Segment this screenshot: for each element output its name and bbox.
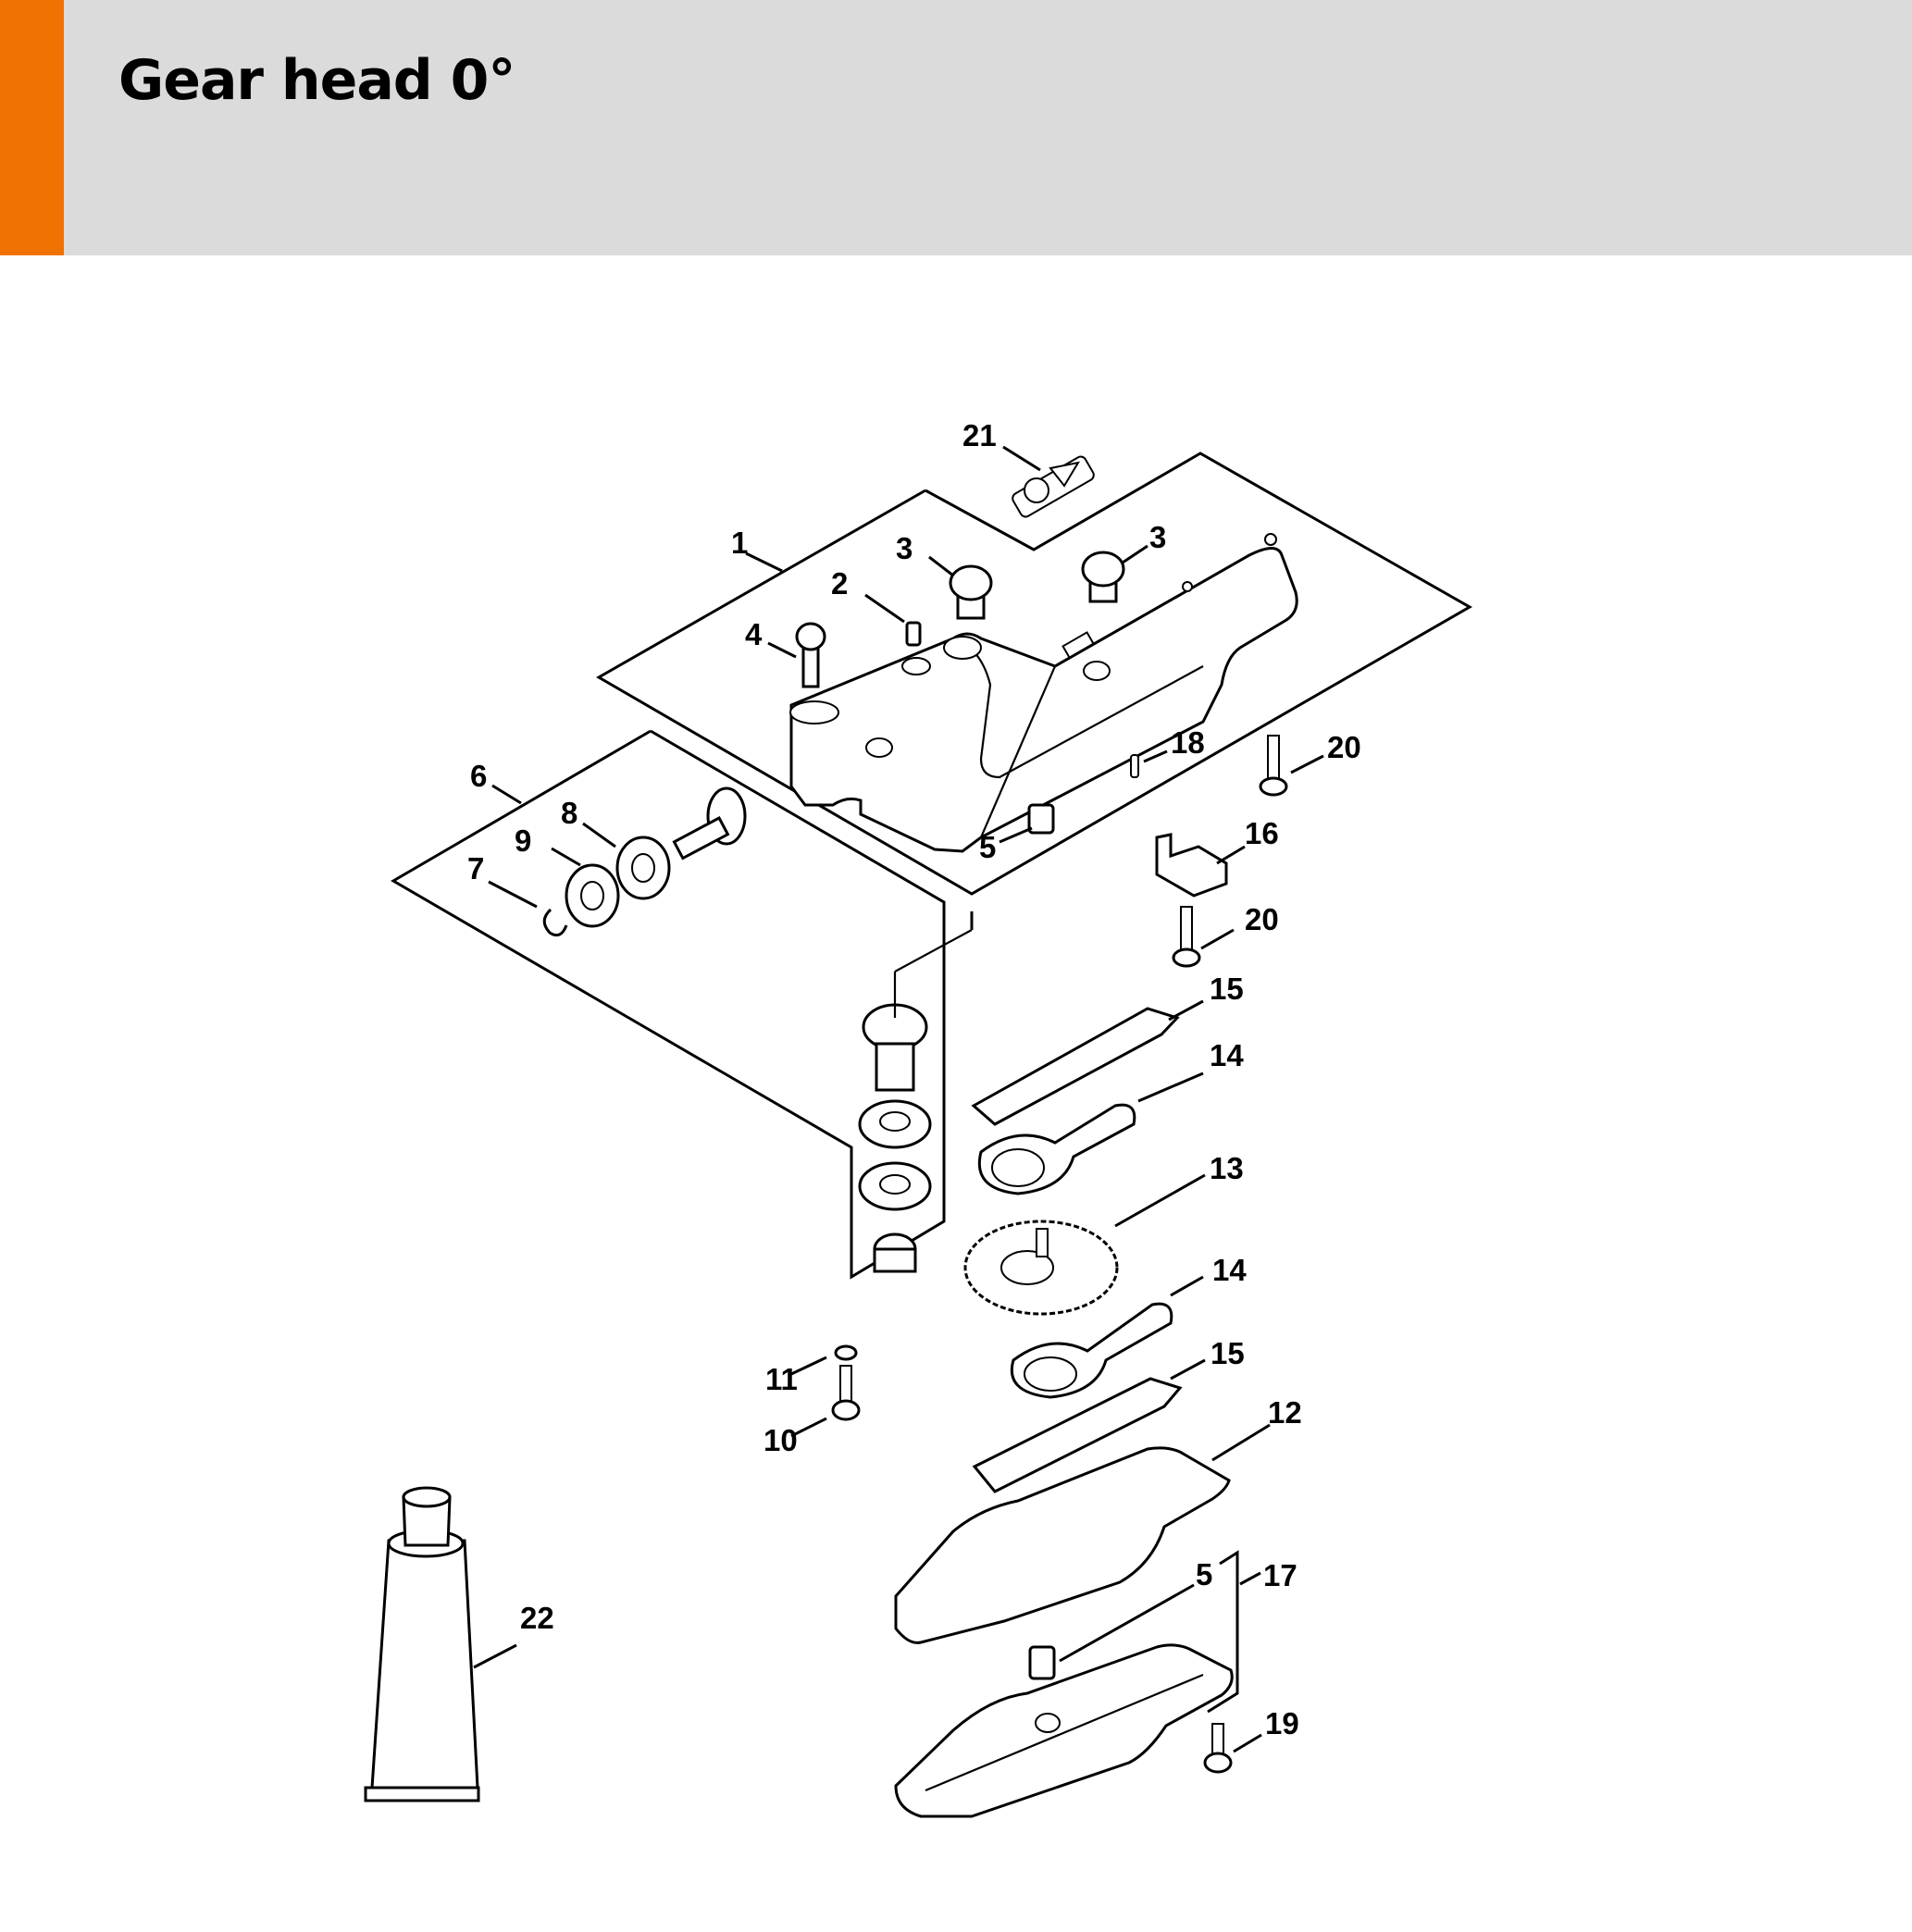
pinion-part[interactable]: [873, 1232, 917, 1273]
callout-8: 8: [561, 796, 577, 830]
callout-2: 2: [831, 566, 848, 601]
page-title: Gear head 0°: [118, 48, 515, 113]
ball-bearing-part[interactable]: [565, 863, 620, 928]
assembly-outline-6: [391, 729, 946, 1280]
connecting-rod-part[interactable]: [1011, 1302, 1173, 1399]
sleeve-part[interactable]: [1028, 1645, 1056, 1680]
screw-plug-part[interactable]: [949, 564, 993, 620]
thrust-plate-part[interactable]: [971, 1007, 1180, 1126]
callout-15: 15: [1210, 972, 1244, 1006]
header-bar: Gear head 0°: [0, 0, 1912, 255]
circlip-part[interactable]: [542, 908, 568, 937]
callout-5: 5: [1196, 1557, 1212, 1591]
callout-14: 14: [1210, 1038, 1244, 1072]
callout-1: 1: [731, 526, 748, 560]
callout-11: 11: [765, 1362, 798, 1396]
callout-12: 12: [1268, 1395, 1302, 1430]
ball-bearing-part[interactable]: [858, 1161, 932, 1211]
callout-6: 6: [470, 759, 487, 793]
ball-bearing-part[interactable]: [615, 836, 671, 900]
callout-4: 4: [745, 617, 763, 651]
callout-21: 21: [962, 418, 997, 452]
callout-14: 14: [1212, 1253, 1247, 1287]
screw-part[interactable]: [831, 1365, 861, 1421]
set-screw-part[interactable]: [905, 621, 922, 647]
sleeve-part[interactable]: [1027, 803, 1055, 835]
callout-20: 20: [1327, 730, 1361, 764]
gasket-part[interactable]: [894, 1446, 1231, 1644]
callout-22: 22: [520, 1601, 554, 1635]
washer-part[interactable]: [834, 1344, 858, 1361]
callout-18: 18: [1171, 725, 1205, 760]
screw-plug-part[interactable]: [1081, 551, 1125, 603]
accent-stripe: [0, 0, 64, 255]
callout-3: 3: [896, 531, 913, 565]
bevel-gear-shaft-part[interactable]: [672, 786, 747, 861]
callout-17: 17: [1263, 1558, 1297, 1592]
callout-16: 16: [1245, 816, 1279, 850]
bevel-pinion-part[interactable]: [862, 1003, 928, 1092]
assembly-outline-1: [595, 452, 1473, 896]
pin-part[interactable]: [1130, 754, 1139, 778]
gear-housing-part[interactable]: [789, 533, 1298, 853]
screw-part[interactable]: [1259, 735, 1288, 797]
cap-screw-part[interactable]: [795, 622, 826, 688]
callout-5: 5: [979, 830, 996, 864]
callout-10: 10: [764, 1423, 798, 1457]
screw-part[interactable]: [1203, 1723, 1233, 1774]
leader-lines: [473, 445, 1324, 1753]
callout-3: 3: [1149, 520, 1166, 554]
spur-gear-part[interactable]: [963, 1220, 1119, 1316]
thrust-plate-part[interactable]: [972, 1377, 1183, 1493]
cover-part[interactable]: [894, 1643, 1234, 1818]
callout-15: 15: [1211, 1336, 1245, 1370]
callout-20: 20: [1245, 902, 1279, 936]
grease-tube-part[interactable]: [364, 1486, 480, 1802]
callout-13: 13: [1210, 1151, 1244, 1185]
callout-19: 19: [1265, 1706, 1299, 1740]
clip-part[interactable]: [1155, 833, 1228, 898]
label-sticker-part[interactable]: [1011, 454, 1096, 518]
callout-9: 9: [515, 824, 531, 858]
connecting-rod-part[interactable]: [977, 1103, 1136, 1195]
callout-7: 7: [467, 851, 484, 886]
ball-bearing-part[interactable]: [858, 1099, 932, 1149]
screw-part[interactable]: [1172, 906, 1201, 968]
